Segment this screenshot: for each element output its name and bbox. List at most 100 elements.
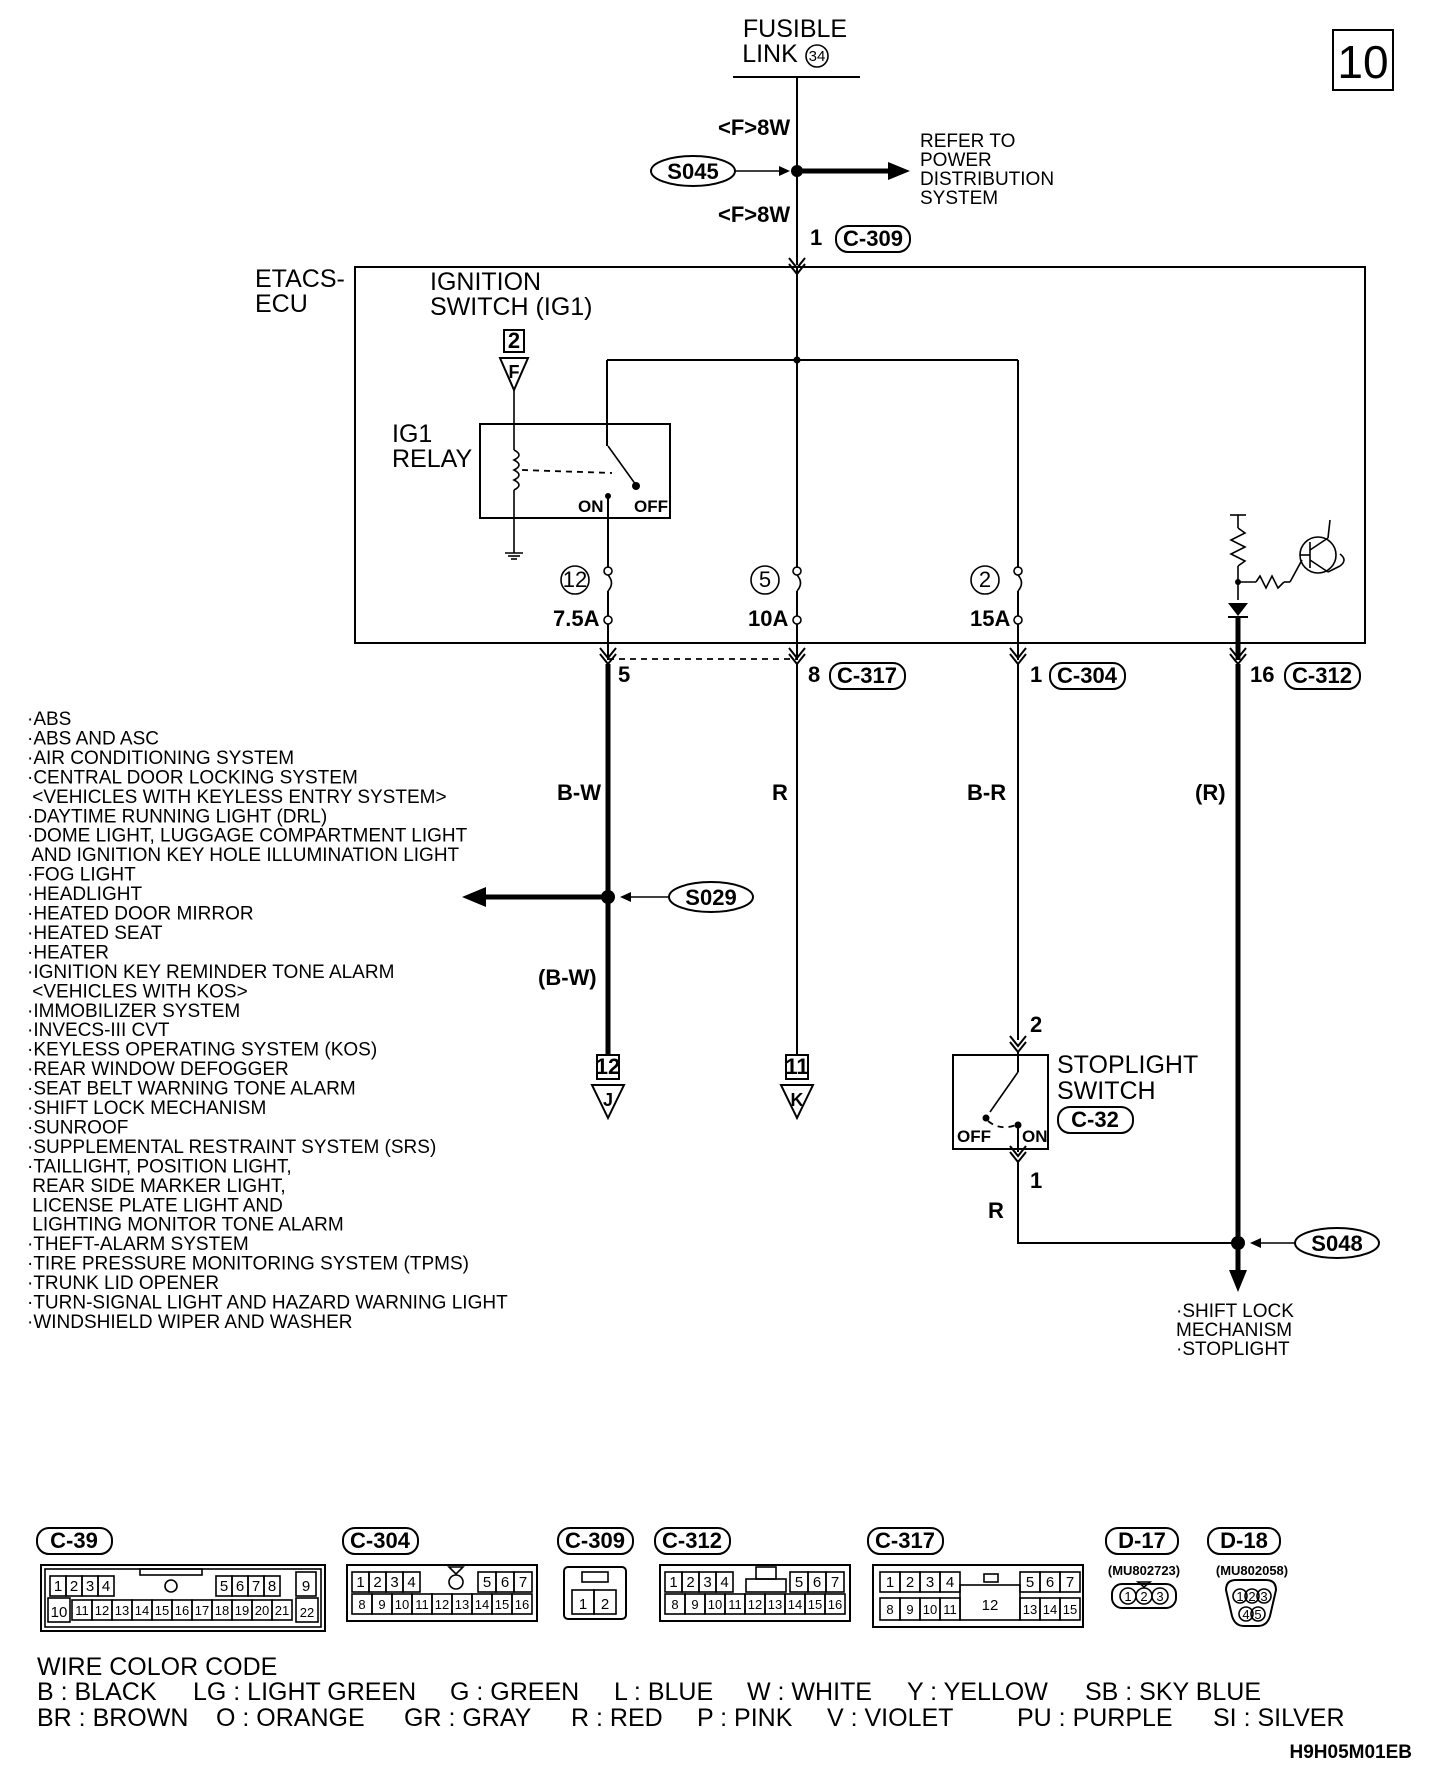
s045-arrow-icon [779, 166, 790, 176]
system-list-item: ·IMMOBILIZER SYSTEM [27, 1001, 240, 1022]
system-list-item: ·REAR WINDOW DEFOGGER [27, 1059, 289, 1080]
ref-j-number: 12 [596, 1054, 620, 1079]
wire-color-code-item: BR : BROWN [37, 1704, 188, 1732]
connector-pin: 11 [728, 1597, 742, 1612]
connector-pin: 4 [720, 1574, 728, 1591]
s029-pointer-arrow-icon [620, 892, 631, 902]
connector-pin: 16 [828, 1597, 842, 1612]
system-list-item: ·SUNROOF [27, 1117, 128, 1138]
c312-label: C-312 [1292, 663, 1352, 688]
connector-pin: 4 [407, 1574, 415, 1591]
fusible-link-number: 34 [809, 48, 826, 65]
connector-pin: 11 [943, 1602, 957, 1617]
system-list-item: ·FOG LIGHT [27, 865, 136, 886]
c304-oval [1049, 662, 1126, 690]
bus-junction [793, 356, 801, 364]
connector-pin: 3 [703, 1574, 711, 1591]
wire-color-code-item: SB : SKY BLUE [1085, 1678, 1261, 1706]
ignition-switch-label-2: SWITCH (IG1) [430, 293, 593, 321]
s048-pointer-arrow-icon [1250, 1238, 1261, 1248]
system-list-item: ·SHIFT LOCK MECHANISM [27, 1098, 266, 1119]
connector-pin: 6 [236, 1578, 244, 1595]
stoplight-connector-mark-top [1009, 1035, 1027, 1048]
splice-s048: S048 [1311, 1231, 1362, 1256]
ref-f-triangle [498, 357, 530, 393]
wire-color-code-item: Y : YELLOW [907, 1678, 1048, 1706]
system-list: ·ABS·ABS AND ASC·AIR CONDITIONING SYSTEM… [27, 709, 508, 1333]
wire-color-r: R [772, 780, 788, 805]
c312-oval [1284, 662, 1361, 690]
relay-coil-icon [512, 449, 520, 491]
connector-pin: 2 [70, 1578, 78, 1595]
connector-pin: 15 [808, 1597, 822, 1612]
c32-oval [1057, 1106, 1134, 1134]
system-list-item: ·KEYLESS OPERATING SYSTEM (KOS) [27, 1040, 377, 1061]
connector-pin: 13 [455, 1597, 469, 1612]
system-list-item: ·HEATED SEAT [27, 923, 163, 944]
wire-color-code-item: W : WHITE [747, 1678, 872, 1706]
wire-color-code-item: LG : LIGHT GREEN [193, 1678, 416, 1706]
connector-pin: 21 [275, 1603, 289, 1618]
connector-pin: 8 [358, 1597, 365, 1612]
connector-d18-part: (MU802058) [1216, 1563, 1288, 1578]
system-list-item: ·ABS AND ASC [27, 728, 159, 749]
connector-pin: 2 [1140, 1589, 1147, 1604]
connector-pin: 19 [235, 1603, 249, 1618]
stoplight-connector-mark-bottom [1009, 1145, 1027, 1158]
ref-k-number: 11 [785, 1054, 808, 1079]
connector-pin: 3 [926, 1574, 934, 1591]
ref-j-letter: J [603, 1090, 613, 1110]
fuse-5-number: 5 [759, 567, 771, 592]
connector-pin: 7 [252, 1578, 260, 1595]
ref-f-box [503, 329, 525, 353]
system-list-item: ·WINDSHIELD WIPER AND WASHER [27, 1312, 353, 1333]
system-list-item: ·TIRE PRESSURE MONITORING SYSTEM (TPMS) [27, 1254, 469, 1275]
connector-pin: 11 [75, 1603, 89, 1618]
s029-branch-arrow-icon [462, 887, 486, 907]
connector-pin: 5 [1026, 1574, 1034, 1591]
connector-c309 [563, 1566, 627, 1620]
stoplight-pin-bottom: 1 [1030, 1168, 1042, 1193]
relay-contact-arm [607, 445, 637, 486]
relay-on-label: ON [578, 497, 604, 516]
system-list-item: ·HEATER [27, 942, 109, 963]
connector-pin: 12 [982, 1597, 999, 1614]
connector-pin: 9 [906, 1602, 913, 1617]
connector-pin: 6 [1046, 1574, 1054, 1591]
system-list-item: ·ABS [27, 709, 71, 730]
connector-pin: 8 [886, 1602, 893, 1617]
ref-j-triangle [590, 1084, 626, 1121]
relay-off-label: OFF [634, 497, 668, 516]
shift-lock-arrow-icon [1229, 1270, 1247, 1292]
connector-pin: 1 [669, 1574, 677, 1591]
connector-c317-name: C-317 [875, 1528, 935, 1553]
fuse-12: 12 7.5A [553, 565, 613, 631]
c309-pin: 1 [810, 225, 822, 250]
connector-pin: 4 [102, 1578, 110, 1595]
wire-color-code-item: O : ORANGE [216, 1704, 365, 1732]
etacs-label-2: ECU [255, 290, 308, 318]
fusible-link-label-2: LINK [742, 40, 798, 68]
system-list-item: ·AIR CONDITIONING SYSTEM [27, 748, 294, 769]
connector-pin: 6 [501, 1574, 509, 1591]
fuse-2-rating: 15A [970, 606, 1010, 631]
connector-pin: 15 [1063, 1602, 1077, 1617]
c317-oval [829, 662, 906, 690]
ref-k-letter: K [791, 1090, 804, 1110]
relay-label-1: IG1 [392, 420, 432, 448]
connector-d17-part: (MU802723) [1108, 1563, 1180, 1578]
stoplight-switch-box [952, 1054, 1049, 1150]
connector-pin: 20 [255, 1603, 269, 1618]
page-number-box [1332, 29, 1394, 91]
connector-pin: 7 [519, 1574, 527, 1591]
connector-pin: 5 [220, 1578, 228, 1595]
stoplight-pin-top: 2 [1030, 1012, 1042, 1037]
connector-pin: 10 [395, 1597, 409, 1612]
power-distribution-arrow-icon [888, 162, 910, 180]
connector-c39-name: C-39 [50, 1528, 98, 1553]
ig1-relay-box [479, 423, 671, 519]
connector-pin: 12 [748, 1597, 762, 1612]
